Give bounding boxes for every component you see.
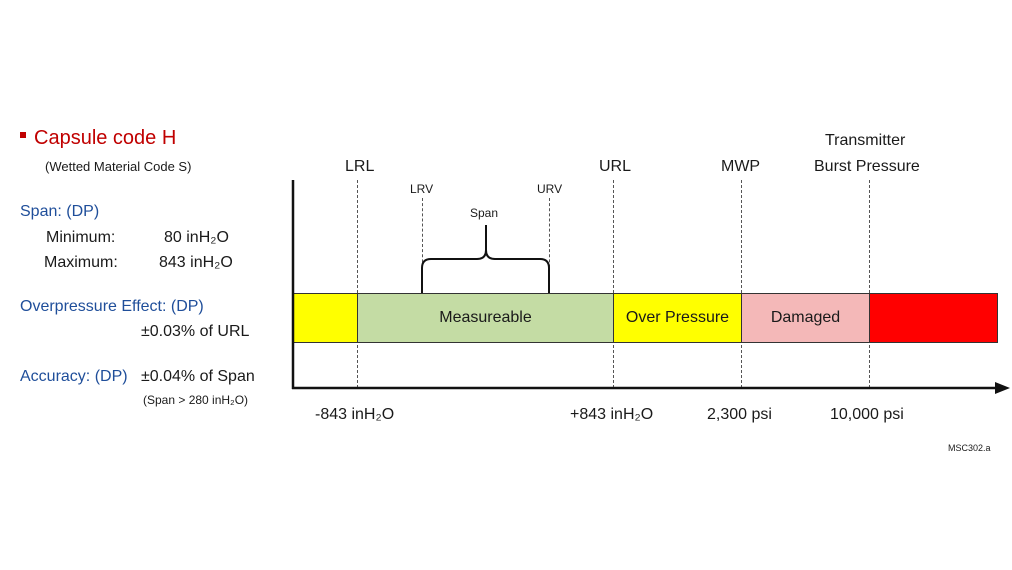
span-min-value: 80 inH₂O (164, 229, 229, 246)
segment-damaged: Damaged (741, 293, 870, 343)
span-label: Span: (DP) (20, 203, 100, 220)
url-value: +843 inH₂O (570, 406, 654, 423)
segment-over-pressure: Over Pressure (613, 293, 742, 343)
urv-label: URV (537, 182, 563, 196)
url-label: URL (599, 158, 632, 175)
segment-below-lrl (293, 293, 358, 343)
urv-dashed-line (549, 198, 550, 293)
span-max-value: 843 inH₂O (159, 254, 233, 271)
url-dashed-line (613, 180, 614, 388)
overpressure-value: ±0.03% of URL (141, 323, 250, 340)
span-bracket-label: Span (470, 206, 499, 220)
lrv-dashed-line (422, 198, 423, 293)
accuracy-label: Accuracy: (DP) (20, 368, 128, 385)
accuracy-note: (Span > 280 inH₂O) (143, 393, 249, 407)
lrl-value: -843 inH₂O (315, 406, 395, 423)
burst-value: 10,000 psi (830, 406, 904, 423)
overpressure-label: Overpressure Effect: (DP) (20, 298, 204, 315)
burst-dashed-line (869, 180, 870, 388)
span-brace (421, 225, 550, 293)
segment-measureable-label: Measureable (439, 309, 532, 326)
lrl-label: LRL (345, 158, 375, 175)
lrv-label: LRV (410, 182, 434, 196)
mwp-dashed-line (741, 180, 742, 388)
span-min-label: Minimum: (46, 229, 116, 246)
bullet-icon (20, 131, 26, 138)
span-max-label: Maximum: (44, 254, 118, 271)
x-axis-arrowhead (995, 382, 1010, 394)
segment-damaged-label: Damaged (770, 309, 841, 326)
burst-label-line2: Burst Pressure (814, 158, 920, 175)
mwp-value: 2,300 psi (707, 406, 772, 423)
wetted-material-subtitle: (Wetted Material Code S) (45, 159, 192, 174)
capsule-title-text: Capsule code H (34, 127, 177, 149)
capsule-title: Capsule code H (20, 127, 176, 150)
segment-measureable: Measureable (357, 293, 614, 343)
segment-over-pressure-label: Over Pressure (625, 309, 730, 326)
mwp-label: MWP (721, 158, 761, 175)
figure-code: MSC302.a (948, 443, 991, 453)
burst-label-line1: Transmitter (825, 132, 906, 149)
accuracy-value: ±0.04% of Span (141, 368, 255, 385)
segment-burst (869, 293, 998, 343)
lrl-dashed-line (357, 180, 358, 388)
